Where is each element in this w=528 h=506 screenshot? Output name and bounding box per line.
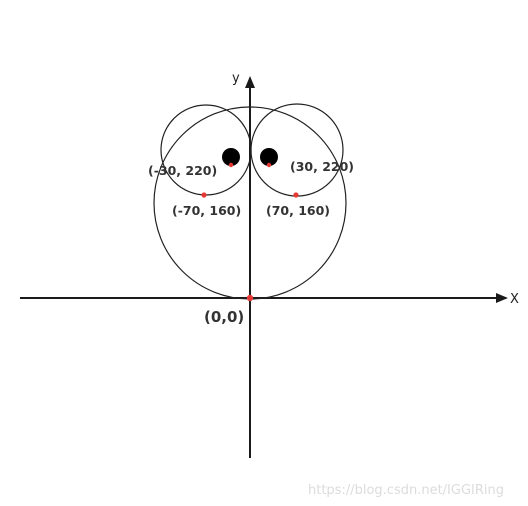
left-eye: [222, 148, 240, 166]
right-eye: [260, 148, 278, 166]
origin-label: (0,0): [204, 308, 244, 326]
left-circle: [160, 104, 252, 196]
point-right-circle-center: [293, 192, 299, 198]
point-left-circle-center: [201, 192, 207, 198]
point-left-eye-center: [228, 162, 234, 168]
label-left-eye-center: (-30, 220): [148, 163, 217, 178]
x-axis-label: X: [510, 292, 519, 307]
point-right-eye-center: [266, 162, 272, 168]
y-axis-label: y: [232, 71, 240, 86]
point-origin: [246, 294, 254, 302]
label-right-circle-center: (70, 160): [266, 203, 330, 218]
label-right-eye-center: (30, 220): [290, 159, 354, 174]
watermark: https://blog.csdn.net/IGGIRing: [308, 483, 504, 498]
label-left-circle-center: (-70, 160): [172, 203, 241, 218]
